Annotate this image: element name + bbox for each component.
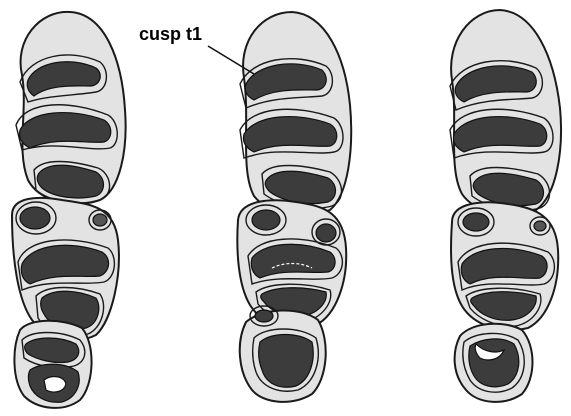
tooth-row-middle xyxy=(237,12,351,402)
cusp-t1-label: cusp t1 xyxy=(139,24,202,44)
enamel-fold-left-m3 xyxy=(44,377,66,392)
molar-middle-m3 xyxy=(240,306,326,402)
islet-middle-m2-b xyxy=(316,224,336,242)
molar-middle-m1 xyxy=(240,12,351,216)
molar-left-m2 xyxy=(12,198,119,340)
tooth-row-right xyxy=(450,10,561,402)
molar-right-m1 xyxy=(450,10,561,214)
molar-left-m3 xyxy=(14,321,91,408)
tooth-row-left xyxy=(12,12,126,408)
molar-right-m3 xyxy=(455,324,533,402)
islet-right-m2-a xyxy=(463,213,489,231)
lamina-middle-m3-a xyxy=(259,335,314,388)
molar-right-m2 xyxy=(451,202,558,330)
islet-left-m2-a xyxy=(20,207,50,229)
islet-left-m2-b xyxy=(93,214,107,226)
molar-left-m1 xyxy=(16,12,126,204)
islet-middle-m3-a xyxy=(255,310,273,322)
islet-middle-m2-a xyxy=(252,210,280,230)
islet-right-m2-b xyxy=(534,221,546,231)
